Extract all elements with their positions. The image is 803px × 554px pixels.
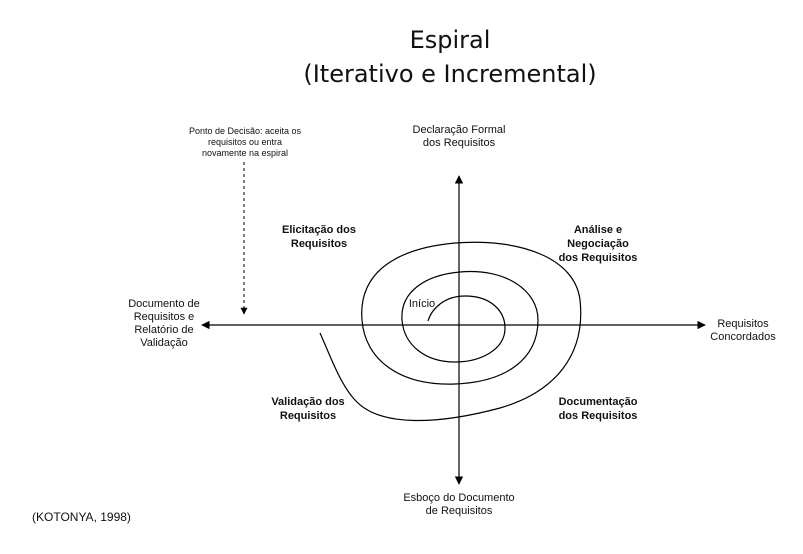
right-axis-label-line1: Requisitos	[717, 318, 769, 330]
left-axis-label-line4: Validação	[140, 337, 188, 349]
bottom-axis-label-line1: Esboço do Documento	[403, 492, 515, 504]
left-axis-label-line1: Documento de	[128, 298, 200, 310]
decision-note-line1: Ponto de Decisão: aceita os	[188, 126, 302, 136]
right-axis-label: Requisitos Concordados	[700, 318, 786, 344]
quadrant-analysis-line2: Negociação	[567, 238, 629, 250]
right-axis-label-line2: Concordados	[710, 331, 776, 343]
start-label: Início	[408, 298, 436, 310]
bottom-axis-label: Esboço do Documento de Requisitos	[384, 492, 534, 518]
quadrant-label-validation: Validação dos Requisitos	[248, 395, 368, 423]
left-axis-label-line2: Requisitos e	[133, 311, 195, 323]
citation: (KOTONYA, 1998)	[32, 510, 131, 524]
quadrant-label-elicitation: Elicitação dos Requisitos	[259, 223, 379, 251]
spiral-path	[319, 241, 582, 422]
quadrant-label-documentation: Documentação dos Requisitos	[538, 395, 658, 423]
decision-note-line3: novamente na espiral	[201, 148, 289, 158]
quadrant-documentation-line2: dos Requisitos	[558, 410, 638, 422]
quadrant-validation-line2: Requisitos	[279, 410, 337, 422]
quadrant-label-analysis: Análise e Negociação dos Requisitos	[538, 223, 658, 265]
quadrant-analysis-line1: Análise e	[573, 224, 623, 236]
decision-note-line2: requisitos ou entra	[207, 137, 283, 147]
quadrant-elicitation-line1: Elicitação dos	[282, 224, 356, 236]
quadrant-analysis-line3: dos Requisitos	[558, 252, 638, 264]
left-axis-label: Documento de Requisitos e Relatório de V…	[112, 298, 216, 350]
quadrant-elicitation-line2: Requisitos	[290, 238, 348, 250]
left-axis-label-line3: Relatório de	[134, 324, 194, 336]
quadrant-validation-line1: Validação dos	[271, 396, 345, 408]
diagram-title-line2: (Iterativo e Incremental)	[303, 60, 597, 88]
top-axis-label: Declaração Formal dos Requisitos	[389, 124, 529, 150]
diagram-title-line1: Espiral	[409, 26, 491, 54]
top-axis-label-line2: dos Requisitos	[422, 137, 496, 149]
quadrant-documentation-line1: Documentação	[558, 396, 638, 408]
decision-point-note: Ponto de Decisão: aceita os requisitos o…	[150, 126, 340, 159]
top-axis-label-line1: Declaração Formal	[412, 124, 506, 136]
bottom-axis-label-line2: de Requisitos	[425, 505, 493, 517]
